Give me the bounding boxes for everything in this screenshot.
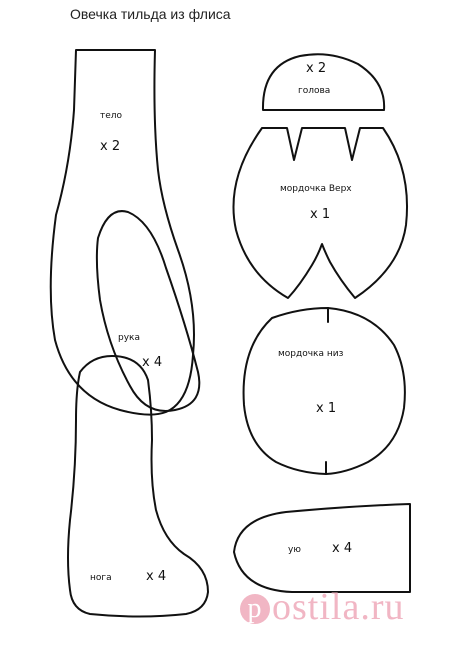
muzzle-top-label: мордочка Верх <box>280 184 352 194</box>
ear-label: ую <box>288 545 301 555</box>
arm-count: x 4 <box>142 355 162 370</box>
arm-label: рука <box>118 333 140 343</box>
leg-piece-outline <box>67 355 209 618</box>
watermark-text: ostila.ru <box>272 586 405 628</box>
leg-count: x 4 <box>146 569 166 584</box>
page-title: Овечка тильда из флиса <box>70 6 231 22</box>
ear-count: x 4 <box>332 541 352 556</box>
ear-piece-outline <box>233 503 411 593</box>
body-label: тело <box>100 111 123 121</box>
muzzle-top-count: x 1 <box>310 207 330 222</box>
muzzle-bottom-piece-outline <box>242 307 406 475</box>
head-label: голова <box>298 86 330 96</box>
arm-piece-outline <box>95 210 201 412</box>
head-piece-outline <box>261 53 386 111</box>
body-count: x 2 <box>100 139 120 154</box>
muzzle-bottom-label: мордочка низ <box>278 349 344 359</box>
head-count: x 2 <box>306 61 326 76</box>
leg-label: нога <box>90 573 112 583</box>
muzzle-bottom-count: x 1 <box>316 401 336 416</box>
muzzle-top-piece-outline <box>232 127 409 299</box>
watermark-letter: p <box>240 594 270 624</box>
body-piece-outline <box>49 49 195 416</box>
